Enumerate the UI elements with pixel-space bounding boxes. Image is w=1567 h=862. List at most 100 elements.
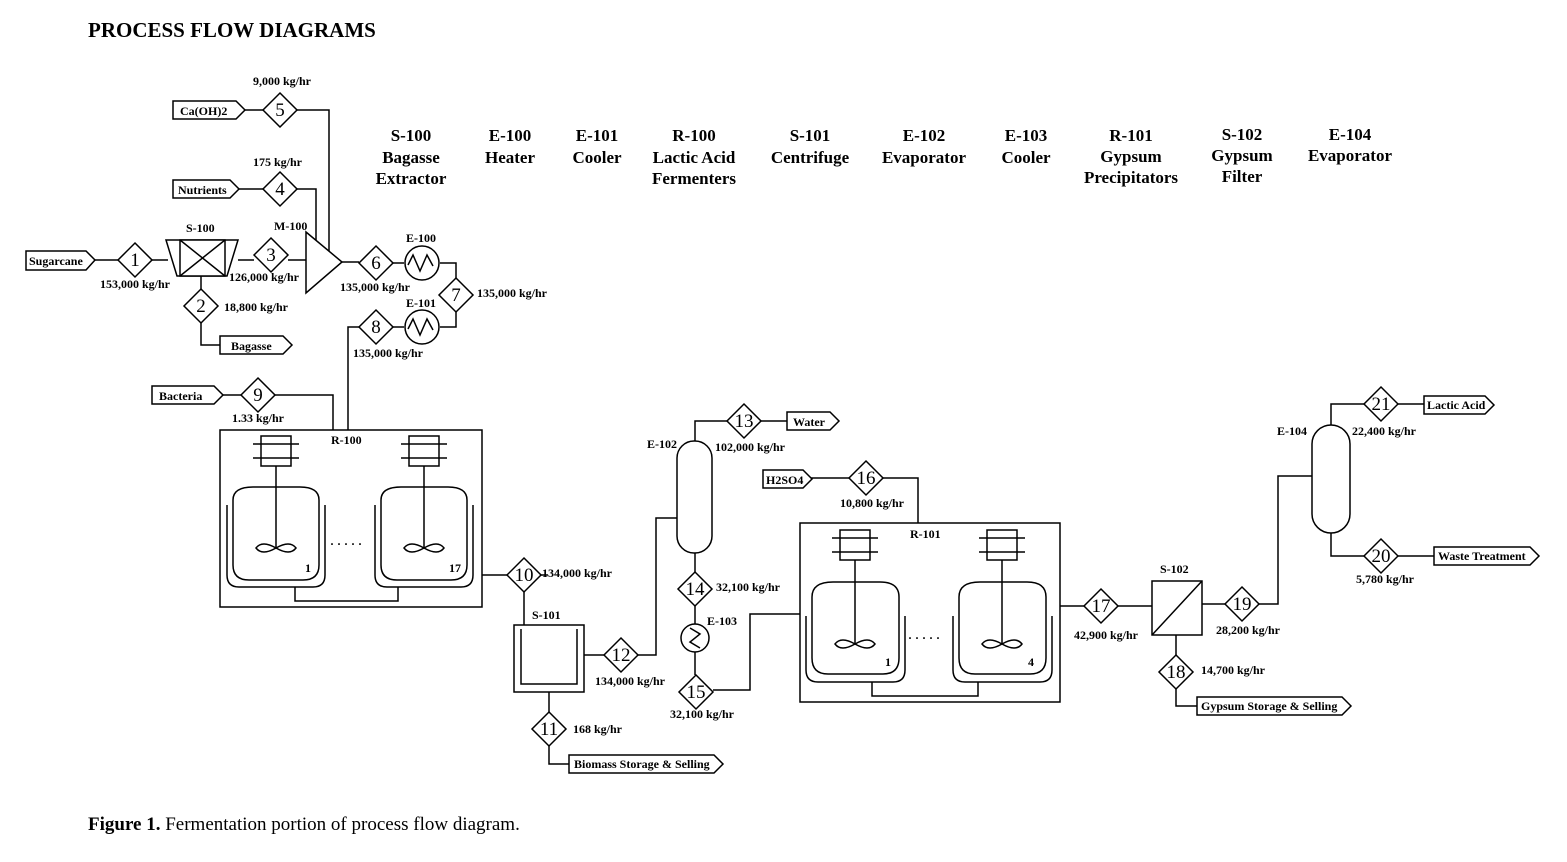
flow-1: 153,000 kg/hr — [100, 277, 171, 291]
svg-text:2: 2 — [196, 296, 206, 317]
svg-text:18: 18 — [1167, 662, 1186, 683]
stream-7: 7 — [437, 276, 475, 314]
fermenter-vessel-1: 1 — [226, 435, 326, 588]
svg-text:Waste Treatment: Waste Treatment — [1438, 549, 1526, 563]
svg-text:E-104: E-104 — [1277, 424, 1307, 438]
stream-20: 20 — [1362, 537, 1400, 575]
svg-text:Nutrients: Nutrients — [178, 183, 227, 197]
terminal-lactic-acid: Lactic Acid — [1423, 395, 1496, 415]
stream-11: 11 — [530, 710, 568, 748]
svg-text:R-101: R-101 — [910, 527, 941, 541]
svg-text:5: 5 — [275, 100, 285, 121]
stream-15: 15 — [677, 673, 715, 711]
page-title: PROCESS FLOW DIAGRAMS — [88, 18, 376, 42]
svg-text:19: 19 — [1233, 594, 1252, 615]
svg-text:Water: Water — [793, 415, 826, 429]
svg-text:R-101: R-101 — [1109, 126, 1152, 145]
centrifuge-s101: S-101 — [513, 608, 585, 693]
stream-10: 10 — [505, 556, 543, 594]
piping — [93, 109, 1434, 765]
stream-18: 18 — [1157, 653, 1195, 691]
flow-13: 102,000 kg/hr — [715, 440, 786, 454]
flow-6: 135,000 kg/hr — [340, 280, 411, 294]
svg-text:H2SO4: H2SO4 — [766, 473, 803, 487]
svg-text:S-102: S-102 — [1222, 125, 1263, 144]
svg-text:Centrifuge: Centrifuge — [771, 148, 850, 167]
stream-19: 19 — [1223, 585, 1261, 623]
svg-text:E-101: E-101 — [406, 296, 436, 310]
terminal-sugarcane: Sugarcane — [25, 250, 97, 271]
terminal-bagasse: Bagasse — [219, 335, 294, 355]
stream-13: 13 — [725, 402, 763, 440]
flow-2: 18,800 kg/hr — [224, 300, 289, 314]
svg-text:Lactic Acid: Lactic Acid — [1427, 398, 1486, 412]
svg-text:8: 8 — [371, 317, 381, 338]
stream-12: 12 — [602, 636, 640, 674]
svg-text:3: 3 — [266, 245, 276, 266]
terminal-biomass: Biomass Storage & Selling — [568, 754, 725, 774]
svg-text:7: 7 — [451, 285, 461, 306]
svg-text:15: 15 — [687, 682, 706, 703]
svg-text:Filter: Filter — [1222, 167, 1263, 186]
stream-17: 17 — [1082, 587, 1120, 625]
terminal-nutrients: Nutrients — [172, 179, 241, 199]
flow-5: 9,000 kg/hr — [253, 74, 312, 88]
svg-text:Cooler: Cooler — [572, 148, 622, 167]
svg-text:E-101: E-101 — [576, 126, 619, 145]
svg-text:E-102: E-102 — [647, 437, 677, 451]
evaporator-e102: E-102 — [647, 437, 713, 554]
svg-text:E-100: E-100 — [406, 231, 436, 245]
terminal-water: Water — [786, 411, 841, 431]
svg-text:12: 12 — [612, 645, 631, 666]
svg-text:E-103: E-103 — [1005, 126, 1048, 145]
svg-text:Evaporator: Evaporator — [882, 148, 967, 167]
stream-16: 16 — [847, 459, 885, 497]
stream-21: 21 — [1362, 385, 1400, 423]
flow-3: 126,000 kg/hr — [229, 270, 300, 284]
stream-1: 1 — [116, 241, 154, 279]
svg-text:S-100: S-100 — [186, 221, 215, 235]
svg-text:13: 13 — [735, 411, 754, 432]
svg-text:Biomass Storage & Selling: Biomass Storage & Selling — [574, 757, 710, 771]
caption-label: Figure 1. — [88, 814, 161, 835]
svg-text:4: 4 — [275, 179, 285, 200]
fermenters-r100: R-100 1 · · · · · 17 — [219, 429, 483, 608]
svg-text:R-100: R-100 — [672, 126, 715, 145]
svg-text:14: 14 — [686, 579, 706, 600]
stream-6: 6 — [357, 244, 395, 282]
svg-text:Gypsum: Gypsum — [1100, 147, 1161, 166]
terminals: Sugarcane Ca(OH)2 Nutrients Bagasse Bact… — [25, 100, 1541, 774]
svg-text:S-102: S-102 — [1160, 562, 1189, 576]
svg-text:E-104: E-104 — [1329, 125, 1372, 144]
cooler-e103: E-103 — [680, 614, 737, 653]
flow-21: 22,400 kg/hr — [1352, 424, 1417, 438]
flow-4: 175 kg/hr — [253, 155, 303, 169]
svg-text:· · · · ·: · · · · · — [908, 631, 940, 645]
flow-7: 135,000 kg/hr — [477, 286, 548, 300]
svg-text:1: 1 — [885, 655, 891, 669]
svg-text:1: 1 — [305, 561, 311, 575]
svg-text:17: 17 — [449, 561, 461, 575]
svg-text:Gypsum Storage & Selling: Gypsum Storage & Selling — [1201, 699, 1337, 713]
terminal-gypsum: Gypsum Storage & Selling — [1196, 696, 1353, 716]
precipitator-vessel-4: 4 — [952, 529, 1053, 683]
flow-8: 135,000 kg/hr — [353, 346, 424, 360]
svg-text:1: 1 — [130, 250, 140, 271]
svg-text:Fermenters: Fermenters — [652, 169, 736, 188]
mixer-m100: M-100 — [274, 219, 344, 295]
flow-14: 32,100 kg/hr — [716, 580, 781, 594]
terminal-bacteria: Bacteria — [151, 385, 225, 405]
svg-text:Gypsum: Gypsum — [1211, 146, 1272, 165]
caption-text: Fermentation portion of process flow dia… — [160, 814, 520, 835]
flow-20: 5,780 kg/hr — [1356, 572, 1415, 586]
svg-text:S-100: S-100 — [391, 126, 432, 145]
svg-text:Bacteria: Bacteria — [159, 389, 202, 403]
